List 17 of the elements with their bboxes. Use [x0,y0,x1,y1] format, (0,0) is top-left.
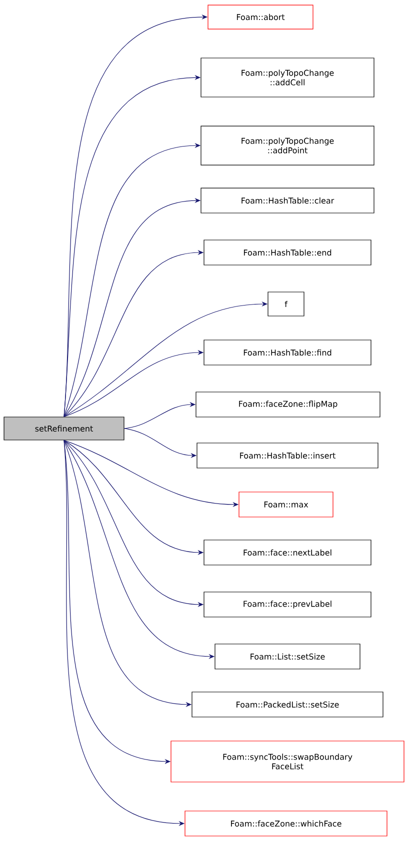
function-box: f [268,292,304,316]
function-box: Foam::face::prevLabel [204,592,372,618]
function-box: Foam::max [238,492,334,518]
function-box: Foam::syncTools::swapBoundary FaceList [170,740,404,782]
function-box: Foam::polyTopoChange ::addPoint [200,126,374,166]
function-box: Foam::faceZone::flipMap [196,392,380,418]
function-box: Foam::PackedList::setSize [192,692,384,718]
function-box: setRefinement [4,416,124,440]
function-box: Foam::HashTable::find [204,340,372,366]
function-box: Foam::faceZone::whichFace [184,810,388,836]
function-box: Foam::polyTopoChange ::addCell [200,58,374,98]
function-box: Foam::face::nextLabel [204,540,372,566]
function-box: Foam::HashTable::insert [196,442,378,468]
function-box: Foam::HashTable::clear [200,188,374,214]
function-box: Foam::HashTable::end [204,240,372,266]
function-box: Foam::abort [208,4,314,30]
function-box: Foam::List::setSize [214,644,360,670]
